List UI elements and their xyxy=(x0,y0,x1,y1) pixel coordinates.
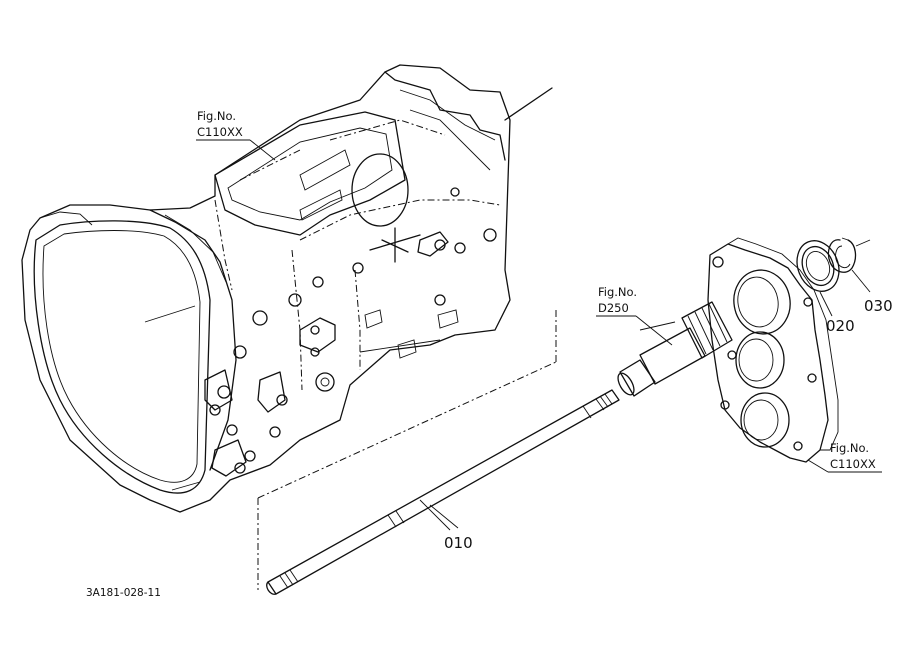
part-number-seal: 020 xyxy=(826,317,855,335)
drawing-code: 3A181-028-11 xyxy=(86,587,161,599)
callout-ref-line2: C110XX xyxy=(830,457,876,471)
oil-seal xyxy=(796,240,840,317)
leader-lines xyxy=(196,139,882,529)
callout-shaft-bearing: Fig.No. D250 xyxy=(598,285,637,315)
cover-plate xyxy=(707,237,839,463)
part-number-shaft: 010 xyxy=(444,534,473,552)
assembly-outline xyxy=(257,310,557,590)
transmission-housing xyxy=(21,64,553,513)
callout-ref-line1: Fig.No. xyxy=(598,285,637,299)
callout-ref-line2: C110XX xyxy=(197,125,243,139)
part-number-snap-ring: 030 xyxy=(864,297,893,315)
callout-ref-line2: D250 xyxy=(598,301,629,315)
callout-ref-line1: Fig.No. xyxy=(197,109,236,123)
snap-ring xyxy=(827,237,871,293)
callout-housing-top: Fig.No. C110XX xyxy=(197,109,243,139)
main-shaft xyxy=(266,389,620,595)
callout-ref-line1: Fig.No. xyxy=(830,441,869,455)
callout-cover-plate: Fig.No. C110XX xyxy=(830,441,876,471)
